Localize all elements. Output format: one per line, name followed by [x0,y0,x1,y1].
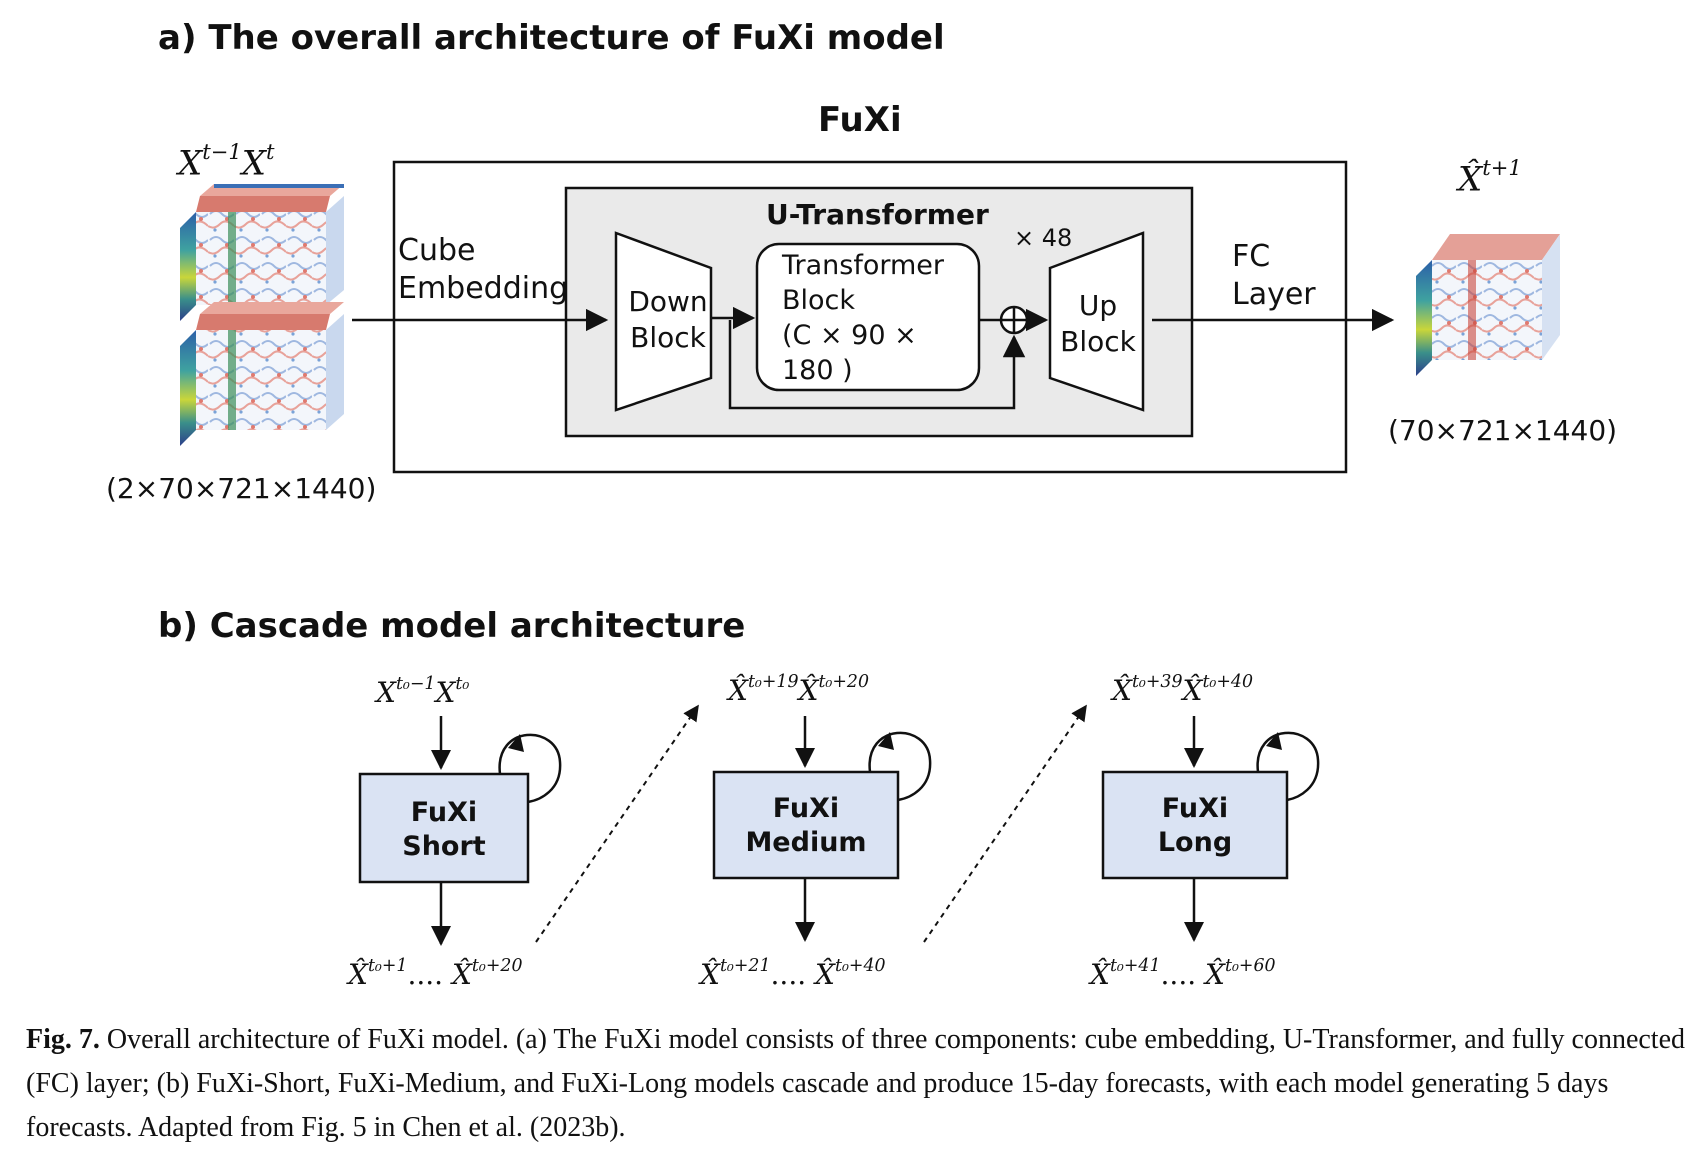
input-data-cube-top [180,184,344,321]
short-output-label: X̂t₀+1.... X̂t₀+20 [348,956,523,991]
fuxi-long-label: FuXi Long [1157,793,1233,858]
medium-self-loop [868,731,932,802]
cascade-diagram [358,704,1320,946]
skip-connection [728,320,1026,410]
output-data-cube [1416,234,1560,376]
short-loop-arrowhead [508,734,524,752]
input-shape-label: (2×70×721×1440) [106,472,377,505]
u-transformer-label: U-Transformer [766,198,989,231]
input-symbol: Xt−1Xt [178,138,275,184]
fuxi-medium-label: FuXi Medium [745,793,867,858]
long-loop-arrowhead [1266,732,1282,750]
medium-input-label: X̂t₀+19X̂t₀+20 [728,672,870,707]
figure-caption: Fig. 7. Overall architecture of FuXi mod… [26,1018,1696,1150]
down-block-label: Down Block [628,285,708,354]
dashed-short-to-medium [535,704,699,943]
fuxi-outer-box [392,160,1348,474]
medium-output-label: X̂t₀+21.... X̂t₀+40 [700,956,886,991]
long-self-loop [1256,731,1320,802]
section-a-title: a) The overall architecture of FuXi mode… [158,18,945,58]
fuxi-short-label: FuXi Short [402,797,486,862]
short-input-label: Xt₀−1Xt₀ [376,674,470,709]
input-data-cube-bottom [180,302,344,446]
fc-layer-label: FC Layer [1232,239,1316,312]
cube-embedding-label: Cube Embedding [398,233,569,306]
up-block-label: Up Block [1060,289,1136,358]
figure-number: Fig. 7. [26,1024,100,1055]
output-shape-label: (70×721×1440) [1388,414,1618,447]
down-block-shape [614,231,713,412]
fuxi-medium-box [712,770,900,880]
section-b-title: b) Cascade model architecture [158,606,746,646]
caption-text: Overall architecture of FuXi model. (a) … [26,1024,1686,1143]
medium-loop-arrowhead [878,732,894,750]
architecture-diagram [180,160,1560,474]
short-self-loop [498,733,562,804]
fuxi-long-box [1101,770,1289,880]
repeat-count-label: × 48 [1014,224,1073,252]
long-output-label: X̂t₀+41.... X̂t₀+60 [1090,956,1276,991]
fuxi-model-label: FuXi [818,100,902,140]
up-block-shape [1048,231,1145,412]
transformer-block-label: Transformer Block (C × 90 × 180 ) [782,250,945,386]
long-input-label: X̂t₀+39X̂t₀+40 [1112,672,1254,707]
transformer-block-shape [755,242,981,392]
fuxi-short-box [358,772,530,884]
output-symbol: X̂t+1 [1458,154,1522,200]
dashed-medium-to-long [923,704,1087,943]
addition-symbol [999,305,1029,335]
